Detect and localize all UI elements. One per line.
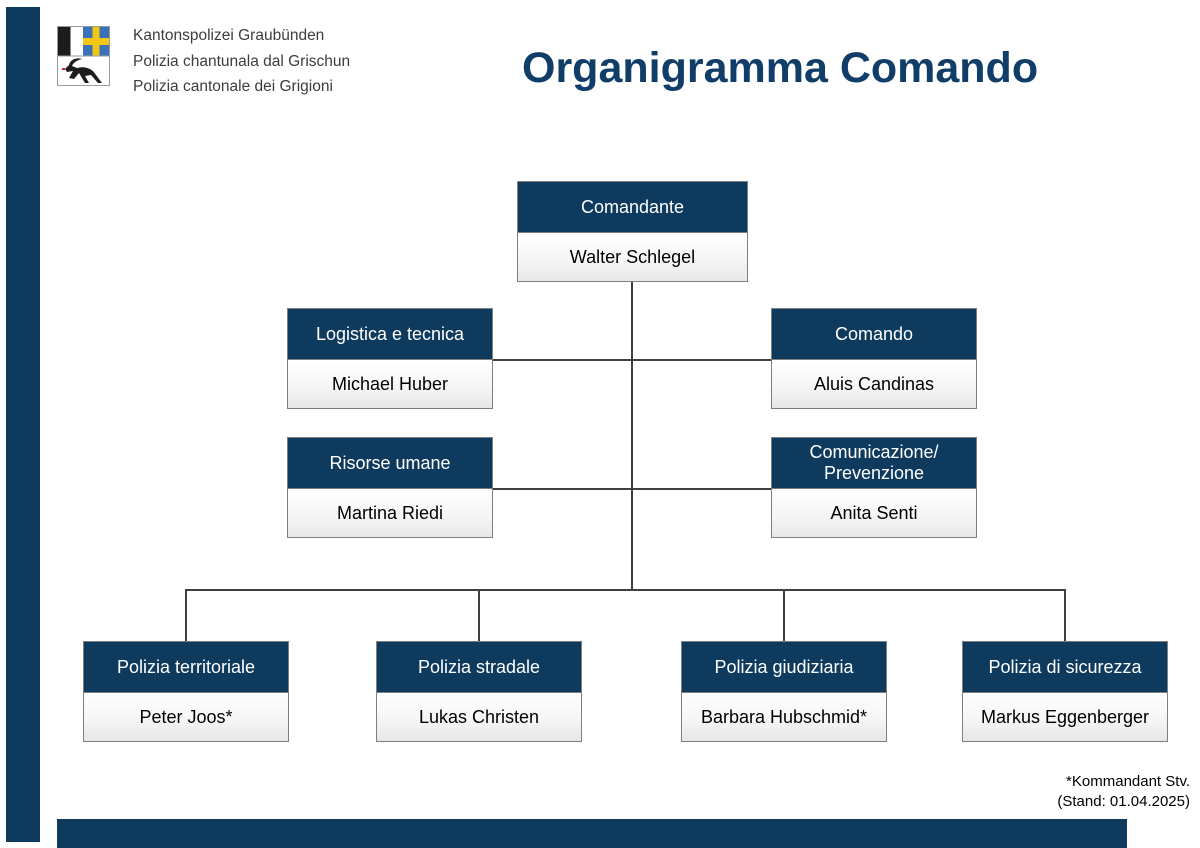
org-node-polizia-di-sicurezza: Polizia di sicurezza Markus Eggenberger — [962, 641, 1168, 742]
node-person: Peter Joos* — [84, 693, 288, 741]
node-role: Comando — [772, 309, 976, 360]
org-node-comunicazione-prevenzione: Comunicazione/ Prevenzione Anita Senti — [771, 437, 977, 538]
org-node-logistica-e-tecnica: Logistica e tecnica Michael Huber — [287, 308, 493, 409]
node-person: Michael Huber — [288, 360, 492, 408]
org-node-polizia-territoriale: Polizia territoriale Peter Joos* — [83, 641, 289, 742]
footnote-stand-date: (Stand: 01.04.2025) — [1057, 792, 1190, 810]
ibex-icon — [62, 58, 102, 83]
connector-drop-stradale — [478, 589, 480, 641]
connector-drop-sicurezza — [1064, 589, 1066, 641]
node-role: Polizia di sicurezza — [963, 642, 1167, 693]
node-role-label: Polizia stradale — [417, 656, 541, 677]
node-person: Anita Senti — [772, 489, 976, 537]
node-role: Polizia giudiziaria — [682, 642, 886, 693]
node-role-label: Polizia di sicurezza — [988, 656, 1142, 677]
logo-wordmark: Kantonspolizei Graubünden Polizia chantu… — [133, 23, 350, 100]
org-node-comandante: Comandante Walter Schlegel — [517, 181, 748, 282]
org-node-risorse-umane: Risorse umane Martina Riedi — [287, 437, 493, 538]
page-title: Organigramma Comando — [522, 44, 1039, 92]
node-role: Polizia territoriale — [84, 642, 288, 693]
bottom-accent-bar — [57, 819, 1127, 848]
connector-drop-giudiziaria — [783, 589, 785, 641]
node-role: Comunicazione/ Prevenzione — [772, 438, 976, 489]
node-role: Logistica e tecnica — [288, 309, 492, 360]
org-node-polizia-giudiziaria: Polizia giudiziaria Barbara Hubschmid* — [681, 641, 887, 742]
logo-line-de: Kantonspolizei Graubünden — [133, 27, 325, 44]
node-role: Comandante — [518, 182, 747, 233]
node-role-label: Risorse umane — [329, 452, 451, 473]
node-person: Walter Schlegel — [518, 233, 747, 281]
node-person: Markus Eggenberger — [963, 693, 1167, 741]
connector-staff-row1 — [492, 359, 772, 361]
connector-trunk — [631, 282, 633, 591]
node-role-label: Comando — [834, 323, 914, 344]
left-accent-bar — [6, 7, 40, 842]
node-role-label: Polizia giudiziaria — [714, 656, 854, 677]
node-role-label: Logistica e tecnica — [315, 323, 465, 344]
node-role-label-line2: Prevenzione — [823, 463, 925, 483]
footnote: *Kommandant Stv. (Stand: 01.04.2025) — [1057, 772, 1190, 811]
node-person: Aluis Candinas — [772, 360, 976, 408]
node-person: Martina Riedi — [288, 489, 492, 537]
org-node-polizia-stradale: Polizia stradale Lukas Christen — [376, 641, 582, 742]
node-role: Risorse umane — [288, 438, 492, 489]
gr-coat-of-arms-icon — [57, 26, 110, 86]
connector-staff-row2 — [492, 488, 772, 490]
org-node-comando: Comando Aluis Candinas — [771, 308, 977, 409]
logo-line-rm: Polizia chantunala dal Grischun — [133, 52, 351, 70]
connector-division-rail — [185, 589, 1066, 591]
node-role-label: Comandante — [580, 196, 685, 217]
node-person: Barbara Hubschmid* — [682, 693, 886, 741]
logo-line-it: Polizia cantonale dei Grigioni — [133, 78, 333, 95]
node-role-label: Polizia territoriale — [116, 656, 256, 677]
footnote-kommandant-stv: *Kommandant Stv. — [1066, 773, 1190, 790]
connector-drop-territoriale — [185, 589, 187, 641]
node-role: Polizia stradale — [377, 642, 581, 693]
gr-coat-of-arms-svg — [58, 27, 109, 85]
node-person: Lukas Christen — [377, 693, 581, 741]
node-role-label: Comunicazione/ — [809, 442, 939, 462]
